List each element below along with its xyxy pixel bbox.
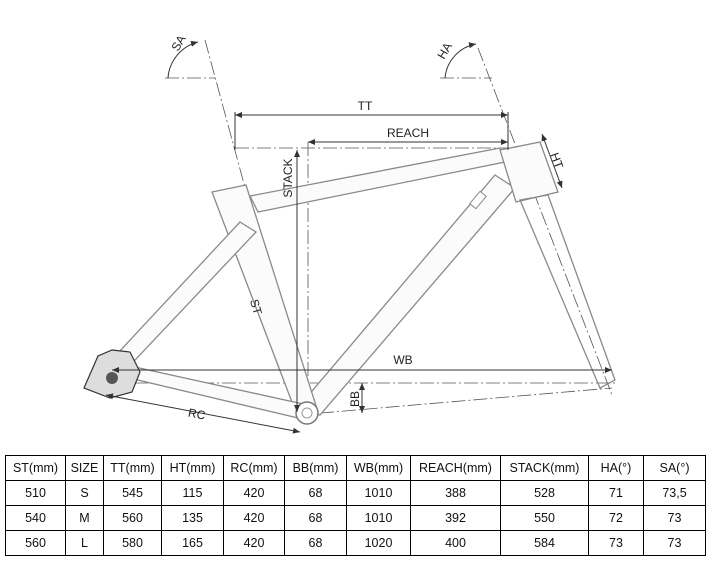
table-cell: 584 [500, 530, 589, 556]
table-cell: 400 [410, 530, 501, 556]
header-cell: BB(mm) [284, 455, 347, 481]
header-cell: HT(mm) [161, 455, 224, 481]
header-cell: REACH(mm) [410, 455, 501, 481]
table-cell: 510 [5, 480, 66, 506]
dimension-labels: SA HA TT REACH STACK HT ST WB BB RC [168, 33, 566, 423]
label-bb: BB [348, 391, 362, 407]
bottom-bracket [295, 401, 319, 425]
rc-dimension [105, 393, 301, 434]
dimension-lines [105, 40, 612, 434]
header-cell: ST(mm) [5, 455, 66, 481]
bottom-bracket-inner [301, 407, 313, 419]
table-cell: 392 [410, 505, 501, 531]
header-cell: RC(mm) [223, 455, 285, 481]
down-tube [294, 174, 516, 416]
frame-drawing: SA HA TT REACH STACK HT ST WB BB RC [83, 33, 616, 434]
label-rc: RC [187, 406, 207, 423]
table-cell: 1020 [346, 530, 411, 556]
head-tube-axis [477, 47, 613, 396]
label-reach: REACH [387, 126, 429, 140]
table-cell: 73 [643, 505, 706, 531]
table-cell: 71 [588, 480, 644, 506]
table-cell: 1010 [346, 505, 411, 531]
table-cell: 73,5 [643, 480, 706, 506]
geometry-table: ST(mm) SIZE TT(mm) HT(mm) RC(mm) BB(mm) … [5, 455, 706, 556]
header-cell: HA(°) [588, 455, 644, 481]
ht-dimension [541, 133, 563, 189]
header-cell: STACK(mm) [500, 455, 589, 481]
front-center-line [297, 387, 613, 416]
table-cell: 68 [284, 505, 347, 531]
fork [519, 194, 616, 389]
table-cell: 73 [588, 530, 644, 556]
table-cell: 72 [588, 505, 644, 531]
frame-geometry-diagram: SA HA TT REACH STACK HT ST WB BB RC [83, 33, 616, 434]
table-cell: 560 [103, 505, 162, 531]
ha-arc [444, 42, 477, 79]
table-cell: 560 [5, 530, 66, 556]
table-cell: 540 [5, 505, 66, 531]
table-cell: 420 [223, 505, 285, 531]
table-row: 540 M 560 135 420 68 1010 392 550 72 73 [5, 505, 706, 531]
table-cell: 420 [223, 530, 285, 556]
table-cell: 580 [103, 530, 162, 556]
table-cell: 388 [410, 480, 501, 506]
label-ha: HA [434, 40, 454, 61]
table-cell: M [65, 505, 104, 531]
rear-axle [106, 372, 118, 384]
header-cell: SIZE [65, 455, 104, 481]
table-cell: 73 [643, 530, 706, 556]
label-ht: HT [547, 151, 566, 171]
label-stack: STACK [281, 158, 295, 197]
label-wb: WB [393, 353, 412, 367]
table-cell: L [65, 530, 104, 556]
table-cell: 135 [161, 505, 224, 531]
table-row: 560 L 580 165 420 68 1020 400 584 73 73 [5, 530, 706, 556]
label-st: ST [247, 298, 265, 317]
bike-frame [83, 141, 616, 425]
table-cell: S [65, 480, 104, 506]
frame-logo [469, 190, 487, 210]
table-header-row: ST(mm) SIZE TT(mm) HT(mm) RC(mm) BB(mm) … [5, 455, 706, 481]
table-cell: 68 [284, 530, 347, 556]
table-cell: 1010 [346, 480, 411, 506]
header-cell: WB(mm) [346, 455, 411, 481]
header-cell: TT(mm) [103, 455, 162, 481]
label-sa: SA [168, 33, 188, 54]
table-cell: 115 [161, 480, 224, 506]
table-cell: 165 [161, 530, 224, 556]
table-cell: 420 [223, 480, 285, 506]
table-cell: 550 [500, 505, 589, 531]
table-row: 510 S 545 115 420 68 1010 388 528 71 73,… [5, 480, 706, 506]
table-cell: 545 [103, 480, 162, 506]
sa-arc [167, 40, 199, 79]
label-tt: TT [358, 99, 373, 113]
header-cell: SA(°) [643, 455, 706, 481]
table-cell: 68 [284, 480, 347, 506]
table-cell: 528 [500, 480, 589, 506]
